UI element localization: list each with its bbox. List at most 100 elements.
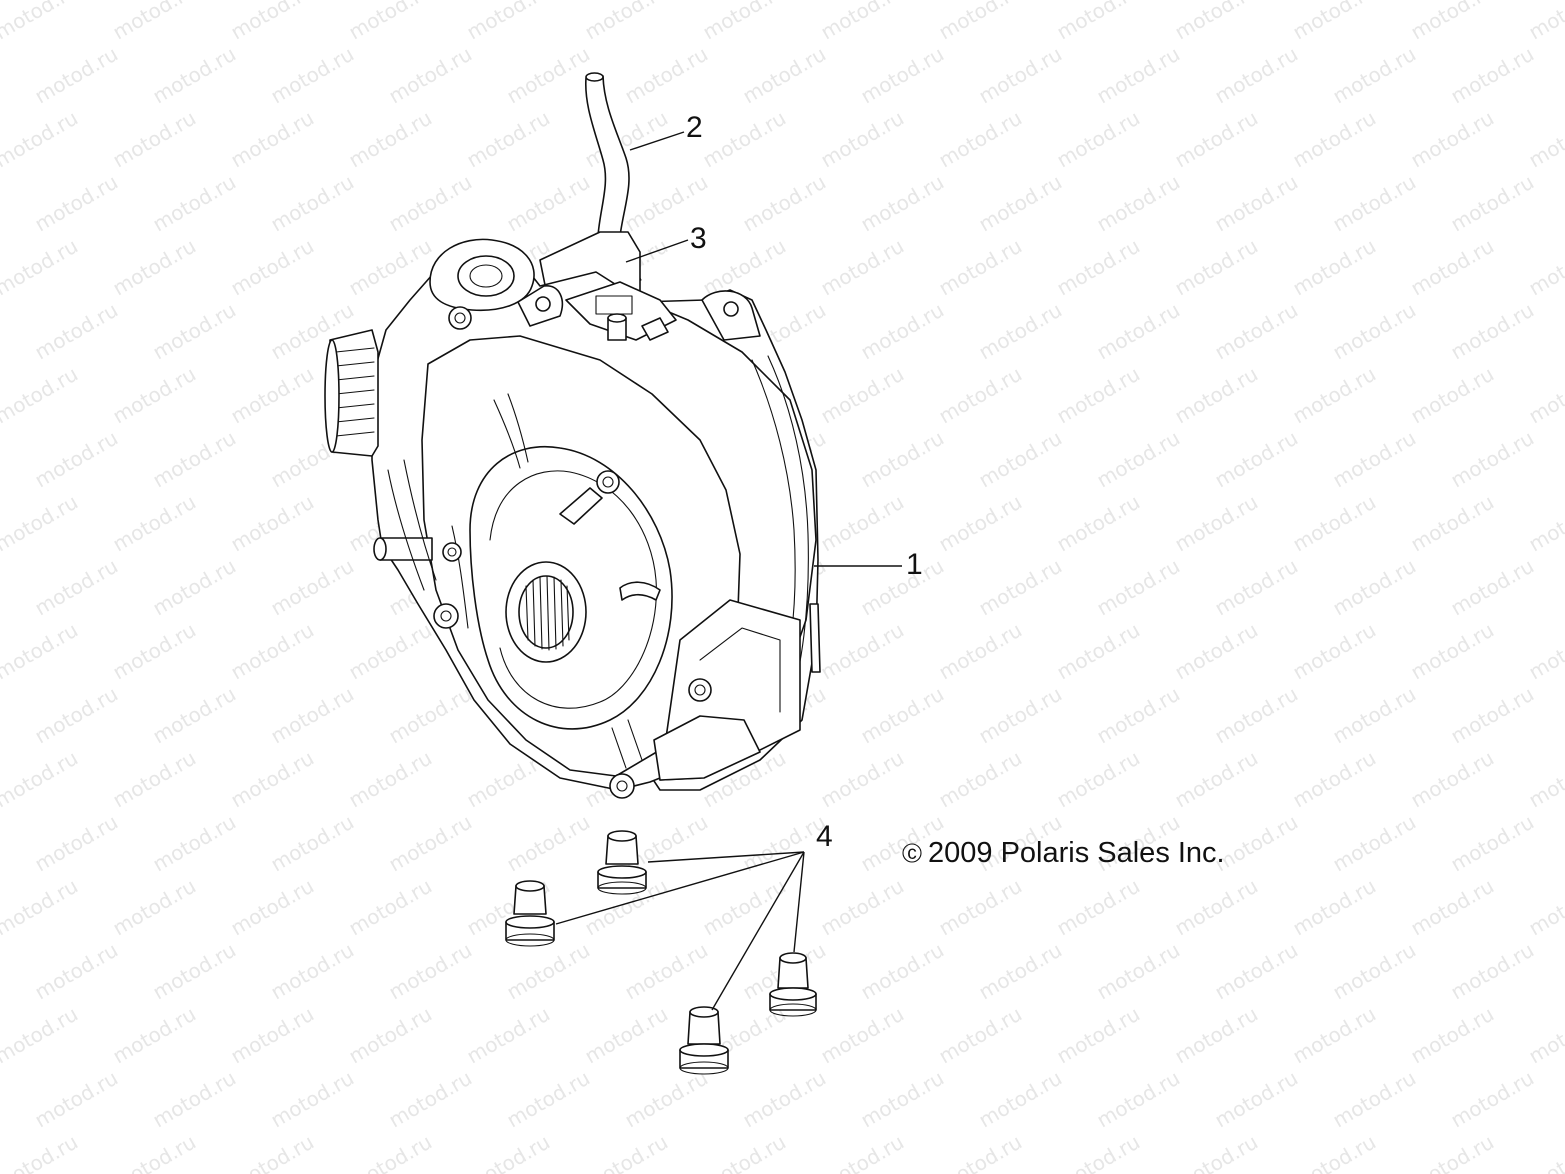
watermark-text: motod.ru	[149, 1066, 240, 1133]
watermark-text: motod.ru	[975, 1066, 1066, 1133]
watermark-text: motod.ru	[857, 298, 948, 365]
watermark-text: motod.ru	[1289, 746, 1380, 813]
watermark-text: motod.ru	[0, 618, 82, 685]
watermark-text: motod.ru	[1289, 362, 1380, 429]
watermark-text: motod.ru	[1171, 1130, 1262, 1174]
watermark-text: motod.ru	[1525, 1130, 1565, 1174]
watermark-text: motod.ru	[857, 426, 948, 493]
watermark-text: motod.ru	[1171, 746, 1262, 813]
watermark-text: motod.ru	[1053, 1002, 1144, 1069]
watermark-text: motod.ru	[149, 426, 240, 493]
watermark-text: motod.ru	[149, 810, 240, 877]
watermark-text: motod.ru	[1525, 618, 1565, 685]
watermark-text: motod.ru	[857, 42, 948, 109]
watermark-text: motod.ru	[0, 746, 82, 813]
watermark-text: motod.ru	[1329, 938, 1420, 1005]
watermark-text: motod.ru	[621, 938, 712, 1005]
watermark-text: motod.ru	[1093, 42, 1184, 109]
watermark-text: motod.ru	[935, 362, 1026, 429]
watermark-text: motod.ru	[1289, 234, 1380, 301]
watermark-text: motod.ru	[345, 746, 436, 813]
watermark-text: motod.ru	[1329, 810, 1420, 877]
watermark-text: motod.ru	[1407, 234, 1498, 301]
watermark-text: motod.ru	[975, 554, 1066, 621]
watermark-text: motod.ru	[1329, 170, 1420, 237]
watermark-text: motod.ru	[109, 234, 200, 301]
watermark-text: motod.ru	[1447, 1066, 1538, 1133]
watermark-text: motod.ru	[1211, 298, 1302, 365]
watermark-text: motod.ru	[345, 106, 436, 173]
watermark-text: motod.ru	[1407, 874, 1498, 941]
watermark-text: motod.ru	[1053, 874, 1144, 941]
watermark-text: motod.ru	[227, 490, 318, 557]
watermark-text: motod.ru	[1447, 682, 1538, 749]
watermark-text: motod.ru	[975, 170, 1066, 237]
watermark-text: motod.ru	[1053, 490, 1144, 557]
watermark-text: motod.ru	[267, 810, 358, 877]
watermark-text: motod.ru	[935, 0, 1026, 44]
copyright-text: 2009 Polaris Sales Inc.	[928, 837, 1225, 869]
watermark-text: motod.ru	[1407, 618, 1498, 685]
watermark-text: motod.ru	[1407, 490, 1498, 557]
watermark-text: motod.ru	[1289, 106, 1380, 173]
watermark-text: motod.ru	[1171, 874, 1262, 941]
watermark-text: motod.ru	[345, 618, 436, 685]
watermark-text: motod.ru	[149, 170, 240, 237]
watermark-text: motod.ru	[1329, 298, 1420, 365]
watermark-text: motod.ru	[1053, 0, 1144, 44]
watermark-text: motod.ru	[1093, 426, 1184, 493]
watermark-text: motod.ru	[1093, 1066, 1184, 1133]
watermark-text: motod.ru	[1171, 618, 1262, 685]
housing-bolt	[688, 678, 712, 702]
watermark-text: motod.ru	[1447, 298, 1538, 365]
watermark-text: motod.ru	[1407, 1002, 1498, 1069]
watermark-text: motod.ru	[699, 874, 790, 941]
housing-bolt	[442, 542, 462, 562]
flange-bolt	[679, 1006, 729, 1075]
watermark-text: motod.ru	[0, 810, 4, 877]
watermark-text: motod.ru	[739, 1066, 830, 1133]
watermark-text: motod.ru	[227, 362, 318, 429]
watermark-text: motod.ru	[385, 1066, 476, 1133]
watermark-text: motod.ru	[227, 0, 318, 44]
watermark-text: motod.ru	[935, 618, 1026, 685]
watermark-text: motod.ru	[0, 234, 82, 301]
watermark-text: motod.ru	[1171, 106, 1262, 173]
watermark-text: motod.ru	[1289, 874, 1380, 941]
watermark-text: motod.ru	[503, 810, 594, 877]
watermark-text: motod.ru	[1093, 170, 1184, 237]
watermark-text: motod.ru	[345, 0, 436, 44]
watermark-text: motod.ru	[1171, 0, 1262, 44]
watermark-text: motod.ru	[1289, 1130, 1380, 1174]
watermark-text: motod.ru	[0, 298, 4, 365]
watermark-text: motod.ru	[31, 810, 122, 877]
watermark-text: motod.ru	[1289, 490, 1380, 557]
leader-line-2	[629, 131, 685, 151]
watermark-text: motod.ru	[267, 42, 358, 109]
watermark-text: motod.ru	[1329, 426, 1420, 493]
watermark-text: motod.ru	[109, 0, 200, 44]
watermark-text: motod.ru	[1447, 42, 1538, 109]
watermark-text: motod.ru	[109, 106, 200, 173]
watermark-text: motod.ru	[1171, 234, 1262, 301]
watermark-text: motod.ru	[935, 1130, 1026, 1174]
watermark-text: motod.ru	[699, 106, 790, 173]
watermark-text: motod.ru	[1525, 362, 1565, 429]
watermark-text: motod.ru	[1525, 234, 1565, 301]
watermark-text: motod.ru	[935, 490, 1026, 557]
watermark-text: motod.ru	[227, 618, 318, 685]
watermark-text: motod.ru	[109, 362, 200, 429]
watermark-text: motod.ru	[109, 874, 200, 941]
leader-line-4d	[711, 851, 805, 1011]
watermark-text: motod.ru	[0, 0, 82, 44]
watermark-text: motod.ru	[1525, 490, 1565, 557]
watermark-text: motod.ru	[1053, 1130, 1144, 1174]
watermark-text: motod.ru	[1171, 490, 1262, 557]
housing-bolt	[448, 306, 472, 330]
watermark-text: motod.ru	[975, 42, 1066, 109]
watermark-text: motod.ru	[699, 234, 790, 301]
watermark-text: motod.ru	[581, 1130, 672, 1174]
flange-bolt	[769, 952, 817, 1017]
watermark-text: motod.ru	[1447, 938, 1538, 1005]
